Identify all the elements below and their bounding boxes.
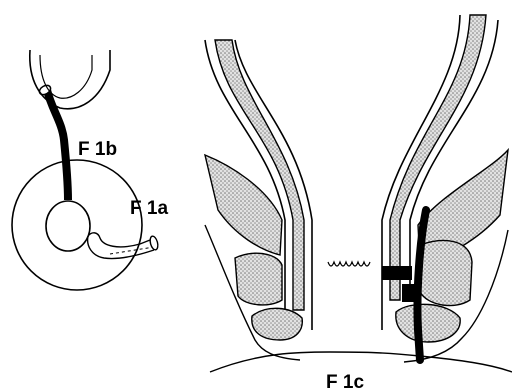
instrument-body: [30, 50, 110, 109]
right-sphincter-lower: [396, 304, 460, 342]
left-sphincter-upper: [235, 253, 282, 305]
left-sphincter-lower: [252, 308, 303, 340]
left-levator-ani: [205, 155, 282, 255]
fistula-internal-opening-tract: [382, 266, 412, 280]
coronal-section-panel: F 1c: [205, 15, 512, 391]
label-f1a: F 1a: [130, 198, 168, 219]
label-f1c: F 1c: [326, 372, 364, 391]
right-sphincter-upper: [420, 241, 472, 306]
fistula-seton-block: [402, 284, 414, 302]
perineal-skin-baseline: [210, 352, 512, 372]
label-f1b: F 1b: [78, 139, 117, 160]
perineal-view-panel: F 1b F 1a: [12, 50, 168, 290]
fistula-1a-opening: [149, 235, 159, 250]
anal-canal-ellipse: [46, 201, 90, 251]
dentate-line: [328, 262, 370, 266]
